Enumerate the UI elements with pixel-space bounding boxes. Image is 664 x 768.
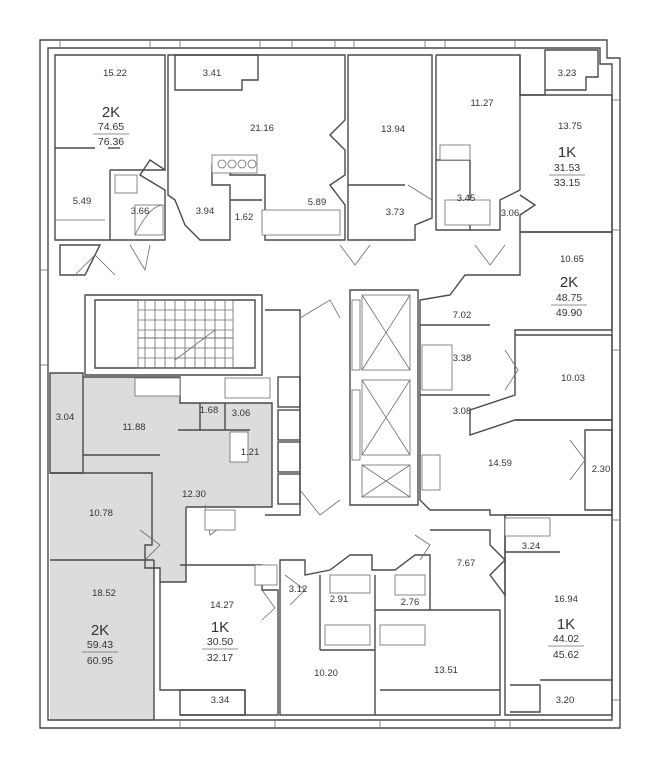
highlighted-apartment-fill	[50, 373, 272, 721]
room-area-label: 3.06	[232, 408, 251, 419]
room-area-label: 3.08	[453, 406, 472, 417]
exterior-walls	[39, 39, 621, 729]
room-area-label: 3.38	[453, 353, 472, 364]
room-area-label: 3.12	[289, 584, 308, 595]
apartment-type: 1K	[558, 144, 576, 161]
room-area-label: 3.34	[211, 695, 230, 706]
apartment-total-area: 45.62	[553, 649, 579, 661]
room-area-label: 10.03	[561, 373, 585, 384]
room-area-label: 5.49	[73, 196, 92, 207]
apartment-living-area: 31.53	[554, 162, 580, 174]
room-area-label: 11.27	[470, 98, 493, 109]
room-area-label: 13.51	[434, 665, 458, 676]
apartment-label-1k-top-right: 1K 31.53 33.15	[549, 144, 585, 189]
room-area-label: 5.89	[308, 197, 327, 208]
room-area-label: 1.68	[200, 405, 219, 416]
apartment-total-area: 60.95	[87, 655, 113, 667]
room-area-label: 7.02	[453, 310, 472, 321]
apartment-total-area: 49.90	[556, 307, 582, 319]
room-area-label: 2.76	[401, 597, 420, 608]
apartment-label-2k-right-middle: 2K 48.75 49.90	[551, 274, 587, 319]
room-area-label: 3.94	[196, 206, 215, 217]
apartment-total-area: 76.36	[98, 136, 124, 148]
room-area-label: 1.62	[235, 212, 254, 223]
room-area-label: 3.24	[522, 541, 541, 552]
apartment-labels: 2K 74.65 76.36 1K 31.53 33.15 2K 48.75 4…	[82, 104, 587, 667]
room-area-label: 18.52	[92, 588, 116, 599]
room-area-label: 2.30	[592, 464, 611, 475]
room-area-label: 3.41	[203, 68, 222, 79]
apartment-label-1k-bottom-left: 1K 30.50 32.17	[202, 619, 238, 664]
room-area-label: 3.73	[386, 207, 405, 218]
apartment-total-area: 32.17	[207, 652, 233, 664]
apartment-type: 2K	[91, 622, 109, 639]
room-area-label: 10.78	[89, 508, 113, 519]
apartment-living-area: 30.50	[207, 636, 233, 648]
room-area-label: 3.66	[131, 206, 150, 217]
interior-walls-bottom	[159, 514, 613, 716]
room-area-label: 10.20	[314, 668, 338, 679]
room-area-label: 1.21	[241, 447, 260, 458]
apartment-label-2k-top-left: 2K 74.65 76.36	[93, 104, 129, 148]
interior-walls-left	[49, 372, 301, 720]
interior-walls-right-middle	[419, 231, 613, 516]
apartment-living-area: 59.43	[87, 639, 113, 651]
room-area-label: 3.23	[558, 68, 577, 79]
room-area-label: 3.45	[457, 193, 476, 204]
apartment-type: 1K	[211, 619, 229, 636]
room-area-label: 15.22	[103, 68, 127, 79]
apartment-living-area: 44.02	[553, 633, 579, 645]
room-area-labels: 15.22 3.41 21.16 13.94 11.27 3.23 13.75 …	[56, 68, 611, 706]
apartment-living-area: 74.65	[98, 121, 124, 133]
room-area-label: 21.16	[250, 123, 274, 134]
room-area-label: 3.20	[556, 695, 575, 706]
room-area-label: 13.75	[558, 121, 582, 132]
room-area-label: 3.06	[501, 208, 520, 219]
apartment-type: 2K	[560, 274, 578, 291]
window-marks	[40, 40, 620, 728]
room-area-label: 12.30	[182, 489, 206, 500]
room-area-label: 7.67	[457, 558, 476, 569]
room-area-label: 2.91	[330, 594, 349, 605]
apartment-type: 2K	[102, 104, 120, 121]
room-area-label: 10.65	[560, 254, 584, 265]
apartment-type: 1K	[557, 616, 575, 633]
apartment-living-area: 48.75	[556, 292, 582, 304]
room-area-label: 16.94	[554, 594, 578, 605]
sanitary-fixtures	[114, 144, 551, 646]
room-area-label: 13.94	[381, 124, 405, 135]
apartment-total-area: 33.15	[554, 177, 580, 189]
room-area-label: 14.27	[210, 600, 234, 611]
apartment-label-1k-bottom-right: 1K 44.02 45.62	[548, 616, 584, 661]
room-area-label: 3.04	[56, 412, 75, 423]
elevator-shafts	[349, 289, 419, 506]
apartment-label-2k-highlighted: 2K 59.43 60.95	[82, 622, 118, 667]
room-area-label: 11.88	[122, 422, 145, 433]
room-area-label: 14.59	[488, 458, 512, 469]
